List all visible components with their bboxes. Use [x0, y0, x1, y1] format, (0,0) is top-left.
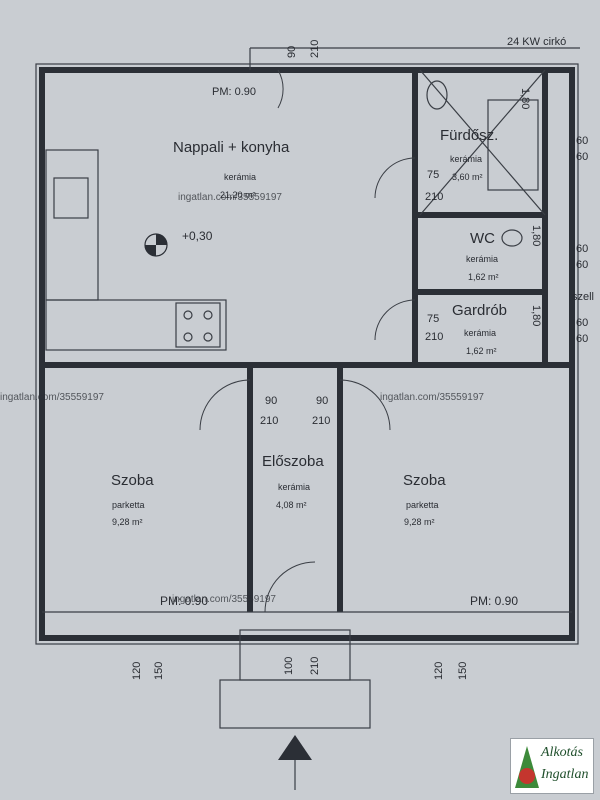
logo-icon	[515, 746, 539, 788]
bottom-dim: 120	[433, 662, 445, 680]
kitchen-worktop	[45, 299, 227, 351]
bathtub	[487, 99, 539, 191]
door-swing-entrance	[264, 561, 316, 613]
hall-door-dim: 90	[265, 395, 277, 407]
bath-door-dim: 75	[427, 169, 439, 181]
wc-area: 1,62 m²	[468, 272, 499, 282]
outer-wall	[39, 67, 575, 641]
right-dim: 60	[576, 151, 588, 163]
hall-door-dim: 90	[316, 395, 328, 407]
kitchen-counter	[45, 149, 99, 301]
bath-tub-dim: 1,80	[519, 88, 531, 109]
living-floor: kerámia	[224, 172, 256, 182]
pantry-area: 1,62 m²	[466, 346, 497, 356]
bath-diagonal	[419, 69, 546, 216]
top-dim: 90	[286, 46, 298, 58]
logo-line1: Alkotás	[541, 745, 583, 760]
stove	[175, 302, 221, 348]
hall-area: 4,08 m²	[276, 500, 307, 510]
entrance-landing	[219, 679, 371, 729]
burner	[183, 310, 193, 320]
right-dim: 60	[576, 135, 588, 147]
outer-wall-outline	[35, 63, 579, 645]
watermark: ingatlan.com/35559197	[172, 594, 276, 605]
toilet	[501, 229, 523, 247]
door-swing-room2	[339, 379, 391, 431]
bottom-dim: 150	[153, 662, 165, 680]
burner	[183, 332, 193, 342]
pantry-floor: kerámia	[464, 328, 496, 338]
room2-height: PM: 0.90	[470, 594, 518, 608]
door-swing-pantry	[374, 299, 416, 341]
watermark: ingatlan.com/35559197	[178, 192, 282, 203]
vent-label: szell	[572, 291, 594, 303]
room1-height: PM: 0.90	[160, 594, 208, 608]
door-swing-living	[277, 69, 284, 109]
door-swing-bath	[374, 157, 416, 199]
right-dim: 60	[576, 317, 588, 329]
right-dim: 60	[576, 259, 588, 271]
burner	[203, 310, 213, 320]
agency-logo: Alkotás Ingatlan	[510, 738, 594, 794]
watermark: ingatlan.com/35559197	[380, 392, 484, 403]
living-level: +0,30	[182, 229, 213, 243]
kitchen-sink	[53, 177, 89, 219]
room1-area: 9,28 m²	[112, 517, 143, 527]
entrance-arrow-icon	[278, 735, 312, 760]
room1-name: Szoba	[111, 472, 154, 489]
room2-floor: parketta	[406, 500, 439, 510]
heater-note: 24 KW cirkó	[507, 36, 566, 48]
level-marker-fill	[145, 245, 156, 256]
pantry-door-dim: 75	[427, 313, 439, 325]
bath-door-dim: 210	[425, 191, 443, 203]
wc-floor: kerámia	[466, 254, 498, 264]
hall-door-dim: 210	[312, 415, 330, 427]
living-height: PM: 0.90	[212, 86, 256, 98]
bath-name: Fürdősz.	[440, 127, 498, 144]
washbasin	[426, 80, 448, 110]
wc-name: WC	[470, 230, 495, 247]
bath-area: 3,60 m²	[452, 172, 483, 182]
burner	[203, 332, 213, 342]
pantry-name: Gardrób	[452, 302, 507, 319]
living-name: Nappali + konyha	[173, 139, 290, 156]
hall-name: Előszoba	[262, 453, 324, 470]
top-dim: 210	[309, 40, 321, 58]
right-dim: 60	[576, 333, 588, 345]
bottom-dim: 150	[457, 662, 469, 680]
level-marker-fill	[156, 234, 167, 245]
room2-area: 9,28 m²	[404, 517, 435, 527]
hall-door-dim: 210	[260, 415, 278, 427]
hall-floor: kerámia	[278, 482, 310, 492]
entrance-dim: 100	[283, 657, 295, 675]
door-swing-room1	[199, 379, 251, 431]
pantry-door-dim: 210	[425, 331, 443, 343]
right-dim: 60	[576, 243, 588, 255]
room2-name: Szoba	[403, 472, 446, 489]
bottom-dim: 120	[131, 662, 143, 680]
entrance-dim: 210	[309, 657, 321, 675]
watermark: ingatlan.com/35559197	[0, 392, 104, 403]
bath-floor: kerámia	[450, 154, 482, 164]
room1-floor: parketta	[112, 500, 145, 510]
pantry-dim: 1,80	[530, 305, 542, 326]
logo-line2: Ingatlan	[541, 767, 589, 782]
wc-dim: 1,80	[530, 225, 542, 246]
living-area: 21,20 m²	[220, 190, 256, 200]
